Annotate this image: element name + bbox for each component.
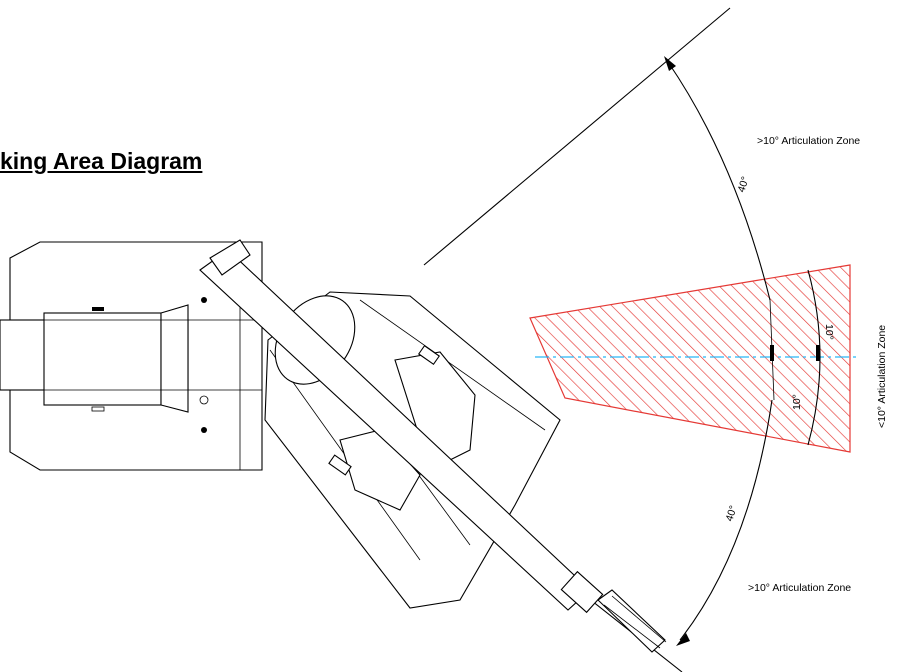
tick-left	[770, 345, 774, 361]
angle-label-inner-upper: 10°	[823, 324, 835, 340]
hatched-zone	[529, 264, 851, 453]
tick-right	[816, 345, 820, 361]
upper-boundary-line	[423, 7, 731, 266]
angle-label-upper: 40°	[735, 175, 751, 194]
zone-label-middle: <10° Articulation Zone	[876, 325, 888, 428]
upper-arrowhead	[664, 56, 676, 71]
rear-frame	[0, 241, 263, 471]
lower-40-arc	[679, 399, 773, 641]
upper-40-arc	[667, 61, 771, 301]
diagram-title: king Area Diagram	[0, 148, 203, 174]
lower-arrowhead	[676, 633, 690, 646]
zone-label-upper: >10° Articulation Zone	[757, 135, 860, 147]
zone-label-lower: >10° Articulation Zone	[748, 582, 851, 594]
boom-arm	[199, 239, 667, 653]
angle-label-lower: 40°	[723, 504, 739, 523]
angle-label-inner-lower: 10°	[791, 394, 803, 410]
